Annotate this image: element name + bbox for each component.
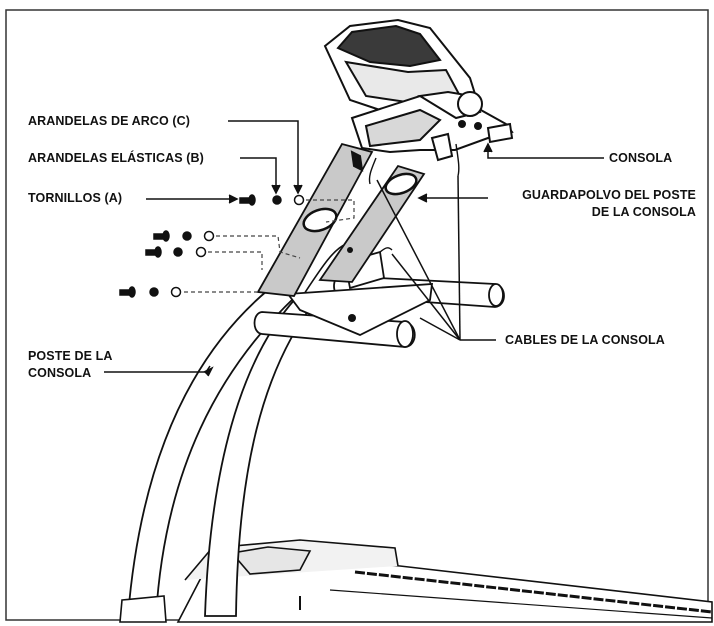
hardware-set <box>119 194 305 298</box>
label-poste: POSTE DE LA CONSOLA <box>28 349 113 380</box>
leader-lines <box>104 120 604 377</box>
left-upright-post <box>119 289 318 623</box>
label-guardapolvo: GUARDAPOLVO DEL POSTE DE LA CONSOLA <box>522 188 696 219</box>
label-arandelas-elasticas: ARANDELAS ELÁSTICAS (B) <box>28 151 204 165</box>
console-cables <box>368 143 460 253</box>
label-arandelas-arco: ARANDELAS DE ARCO (C) <box>28 114 191 128</box>
console-post-boots <box>302 172 418 233</box>
label-cables: CABLES DE LA CONSOLA <box>505 333 665 347</box>
label-tornillos: TORNILLOS (A) <box>28 191 123 205</box>
console-head <box>323 18 514 172</box>
label-consola: CONSOLA <box>609 151 673 165</box>
treadmill-base <box>176 539 713 623</box>
alignment-dashes <box>184 199 355 293</box>
handlebar-assembly <box>253 250 505 348</box>
